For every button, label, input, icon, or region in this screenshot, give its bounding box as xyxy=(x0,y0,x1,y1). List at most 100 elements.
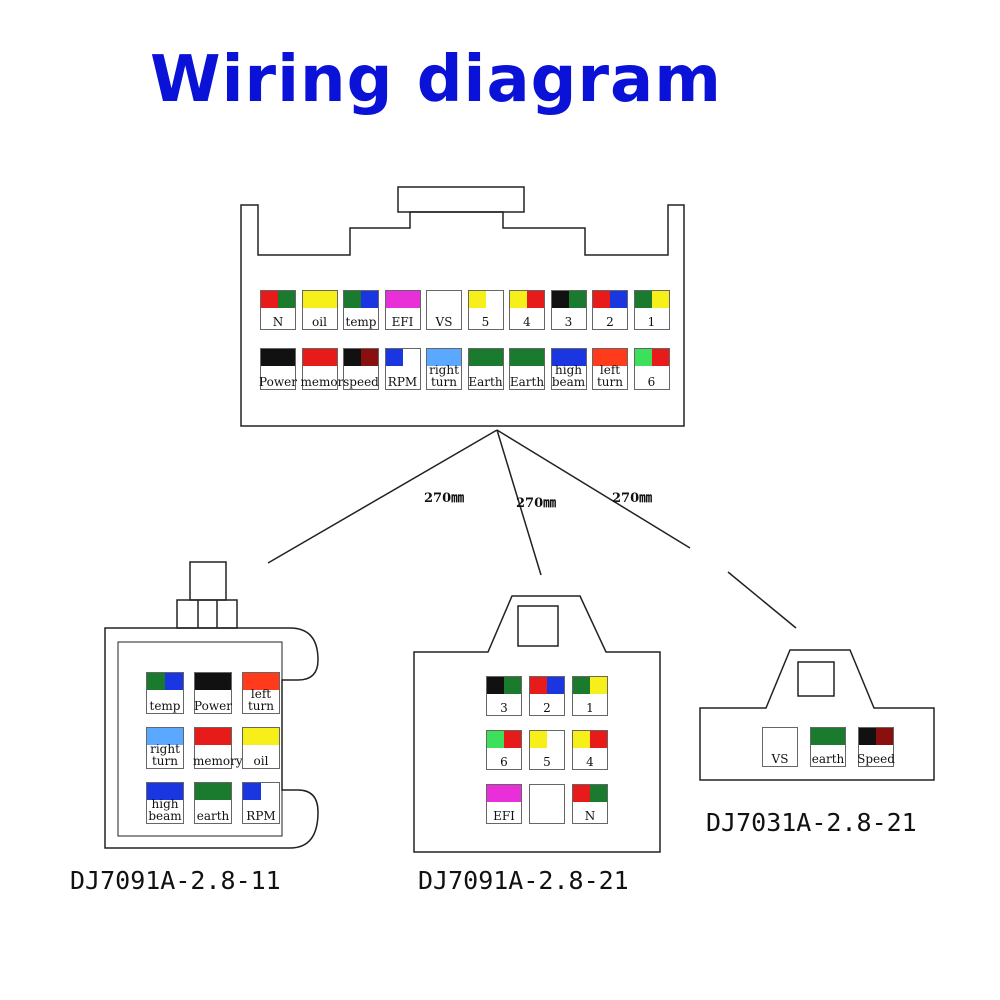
pin-label: oil xyxy=(312,315,327,329)
pin-label: 1 xyxy=(647,315,656,329)
wire-color-swatch xyxy=(593,349,627,366)
pin-label: 6 xyxy=(647,375,656,389)
pin: Power xyxy=(194,672,232,714)
connector-11-tab xyxy=(176,599,238,629)
wire-color-swatch xyxy=(243,728,279,745)
pin-label: N xyxy=(584,809,596,823)
wire-color-swatch xyxy=(385,349,420,366)
wire-color-swatch xyxy=(261,349,295,366)
pin: N xyxy=(260,290,296,330)
pin-label: right turn xyxy=(429,363,459,389)
wire-color-swatch xyxy=(510,291,544,308)
wire-color-swatch xyxy=(763,728,797,745)
pin: 1 xyxy=(572,676,608,716)
pin-label: earth xyxy=(811,752,845,766)
pin: temp xyxy=(343,290,379,330)
wire-line xyxy=(496,429,691,549)
pin-label: Earth xyxy=(468,375,503,389)
pin: 5 xyxy=(467,290,504,330)
wire-color-swatch xyxy=(344,291,378,308)
pin-label: speed xyxy=(343,375,379,389)
pin: earth xyxy=(810,727,846,767)
wire-color-swatch xyxy=(634,291,669,308)
wire-color-swatch xyxy=(530,731,564,748)
pin: 2 xyxy=(529,676,565,716)
wire-color-swatch xyxy=(859,728,893,745)
connector-21-model: DJ7091A-2.8-21 xyxy=(418,866,629,895)
pin-label: Speed xyxy=(857,752,895,766)
pin: 6 xyxy=(486,730,522,770)
wire-color-swatch xyxy=(593,291,627,308)
wire-color-swatch xyxy=(811,728,845,745)
pin-label: left turn xyxy=(247,687,274,713)
wire-color-swatch xyxy=(302,349,337,366)
pin-label: Earth xyxy=(509,375,545,389)
wire-color-swatch xyxy=(195,783,231,800)
connector-31-model: DJ7031A-2.8-21 xyxy=(706,808,917,837)
wire-color-swatch xyxy=(551,349,586,366)
wire-color-swatch xyxy=(302,291,337,308)
wire-color-swatch xyxy=(468,349,503,366)
wire-color-swatch xyxy=(573,677,607,694)
wire-color-swatch xyxy=(530,677,564,694)
pin: 4 xyxy=(509,290,545,330)
pin-label: 5 xyxy=(543,755,551,769)
pin: oil xyxy=(301,290,338,330)
wire-color-swatch xyxy=(487,731,521,748)
wire-color-swatch xyxy=(573,731,607,748)
wire-color-swatch xyxy=(487,785,521,802)
wire-color-swatch xyxy=(427,349,461,366)
pin: Earth xyxy=(509,348,545,390)
connector-21-key xyxy=(517,605,559,647)
main-connector-latch xyxy=(397,186,525,213)
pin-label: left turn xyxy=(596,363,623,389)
pin: VS xyxy=(762,727,798,767)
pin-label: 4 xyxy=(586,755,594,769)
pin-label: 5 xyxy=(481,315,490,329)
pin-label: VS xyxy=(435,315,453,329)
pin: temp xyxy=(146,672,184,714)
pin-label: 2 xyxy=(543,701,551,715)
pin-label: VS xyxy=(771,752,789,766)
wire-color-swatch xyxy=(195,673,231,690)
pin-label: Power xyxy=(259,375,297,389)
page-title: Wiring diagram xyxy=(150,43,722,117)
pin: 6 xyxy=(633,348,670,390)
pin: earth xyxy=(194,782,232,824)
pin: N xyxy=(572,784,608,824)
pin: memory xyxy=(193,727,243,769)
connector-21-outline xyxy=(413,595,661,853)
pin-label: right turn xyxy=(150,742,180,768)
pin-label: earth xyxy=(196,809,230,823)
pin-label: 1 xyxy=(586,701,594,715)
pin: Earth xyxy=(467,348,504,390)
pin-label: RPM xyxy=(246,809,276,823)
pin: right turn xyxy=(146,727,184,769)
pin-label: Power xyxy=(194,699,232,713)
main-connector-outline xyxy=(240,204,685,427)
wire-color-swatch xyxy=(147,783,183,800)
wire-color-swatch xyxy=(634,349,669,366)
pin-label: 6 xyxy=(500,755,508,769)
connector-11-inner xyxy=(117,641,283,837)
pin: Power xyxy=(259,348,297,390)
pin: high beam xyxy=(146,782,184,824)
pin: high beam xyxy=(550,348,587,390)
pin: speed xyxy=(343,348,379,390)
wire-color-swatch xyxy=(243,783,279,800)
wire-color-swatch xyxy=(147,673,183,690)
pin: 3 xyxy=(486,676,522,716)
wire-color-swatch xyxy=(243,673,279,690)
pin-label: N xyxy=(272,315,284,329)
wire-color-swatch xyxy=(530,785,564,802)
pin-label: 3 xyxy=(500,701,508,715)
pin: RPM xyxy=(242,782,280,824)
pin: 3 xyxy=(550,290,587,330)
pin-label: EFI xyxy=(493,809,515,823)
pin-label: temp xyxy=(345,315,377,329)
pin: oil xyxy=(242,727,280,769)
connector-11-model: DJ7091A-2.8-11 xyxy=(70,866,281,895)
pin: 1 xyxy=(633,290,670,330)
length-label: 270㎜ xyxy=(424,491,465,506)
